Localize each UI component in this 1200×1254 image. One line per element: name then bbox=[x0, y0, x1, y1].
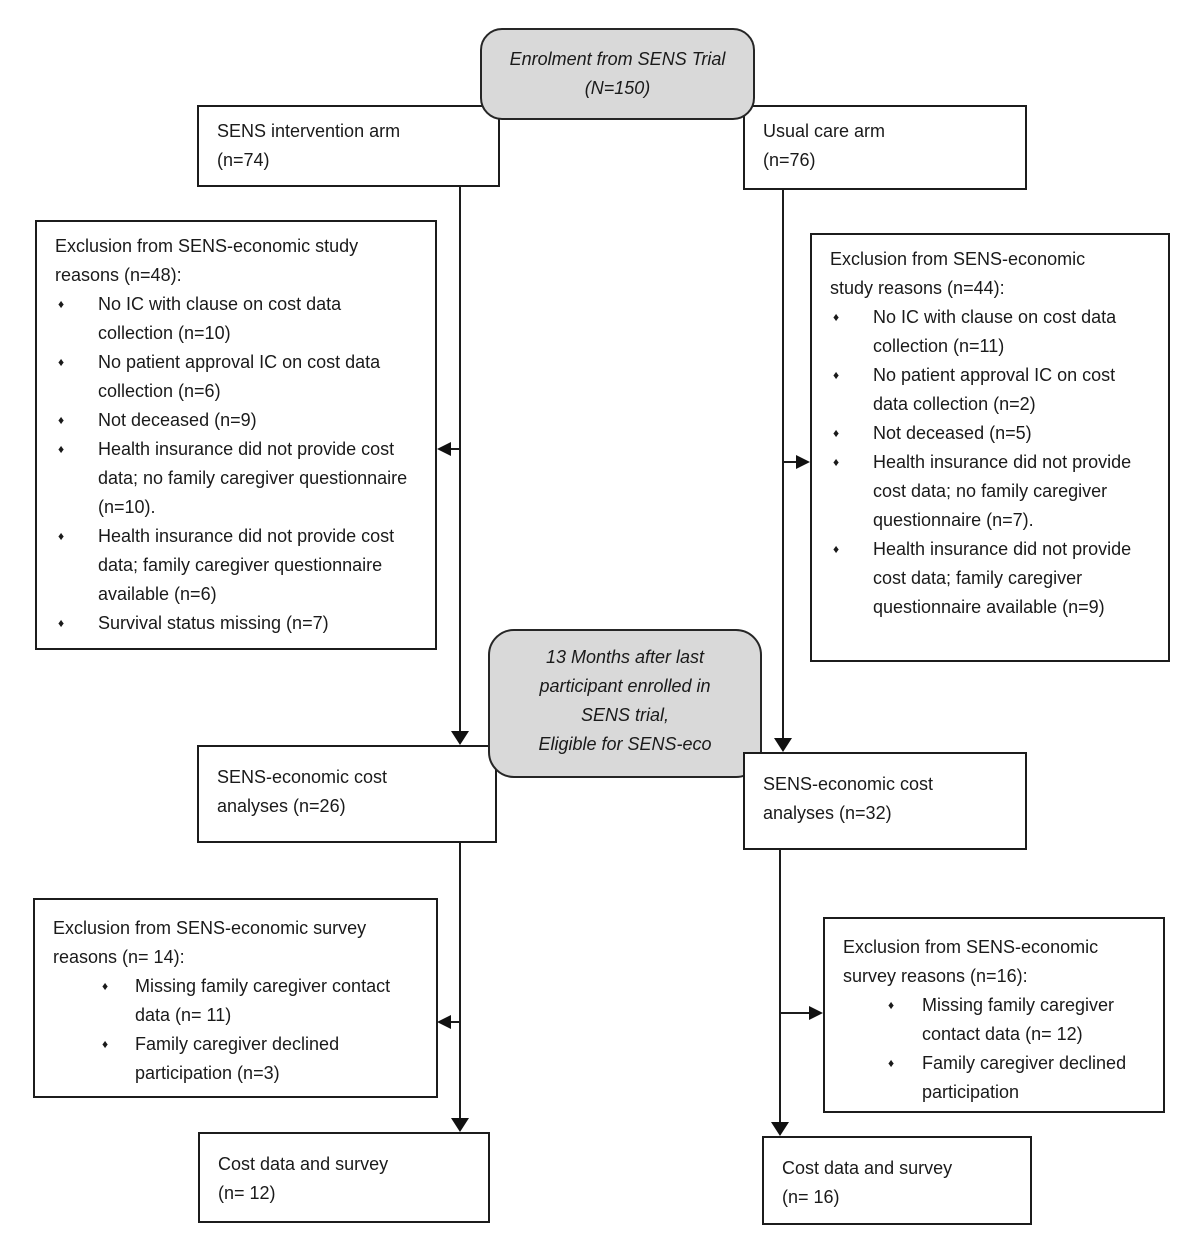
list-item: ♦ Missing family caregiver contact data … bbox=[53, 972, 420, 1030]
cost-survey-left-line2: (n= 12) bbox=[218, 1183, 276, 1203]
connector-left-bottom-line bbox=[459, 843, 461, 1118]
cost-survey-right-line2: (n= 16) bbox=[782, 1187, 840, 1207]
list-item: ♦ No patient approval IC on cost data co… bbox=[55, 348, 421, 406]
arrowhead-down-icon bbox=[451, 1118, 469, 1132]
bullet-diamond-icon: ♦ bbox=[102, 1037, 109, 1051]
connector-left-top-line bbox=[459, 187, 461, 732]
connector-left-survey-line bbox=[448, 1021, 460, 1023]
bullet-diamond-icon: ♦ bbox=[102, 979, 109, 993]
exclusion-survey-right-box: Exclusion from SENS-economic survey reas… bbox=[823, 917, 1165, 1113]
bullet-diamond-icon: ♦ bbox=[888, 1056, 895, 1070]
eligibility-box: 13 Months after last participant enrolle… bbox=[488, 629, 762, 778]
enrolment-line2: (N=150) bbox=[584, 78, 651, 98]
cost-survey-left-line1: Cost data and survey bbox=[218, 1154, 389, 1174]
list-item: ♦ No patient approval IC on cost data co… bbox=[830, 361, 1154, 419]
list-item: ♦ Health insurance did not provide cost … bbox=[830, 448, 1154, 535]
connector-right-survey-line bbox=[780, 1012, 810, 1014]
list-item: ♦ Health insurance did not provide cost … bbox=[55, 522, 421, 609]
bullet-diamond-icon: ♦ bbox=[833, 368, 840, 382]
usual-care-arm-box: Usual care arm (n=76) bbox=[743, 105, 1027, 190]
exclusion-study-right-title: Exclusion from SENS-economic study reaso… bbox=[830, 249, 1086, 298]
bullet-diamond-icon: ♦ bbox=[58, 413, 65, 427]
cost-survey-right-box: Cost data and survey (n= 16) bbox=[762, 1136, 1032, 1225]
eligibility-line1: 13 Months after last bbox=[545, 647, 705, 667]
enrolment-box: Enrolment from SENS Trial (N=150) bbox=[480, 28, 755, 120]
arrowhead-right-icon bbox=[796, 455, 810, 469]
usual-care-arm-label: Usual care arm bbox=[763, 121, 886, 141]
arrowhead-right-icon bbox=[809, 1006, 823, 1020]
list-item: ♦ Family caregiver declined participatio… bbox=[53, 1030, 420, 1088]
enrolment-line1: Enrolment from SENS Trial bbox=[509, 49, 726, 69]
bullet-diamond-icon: ♦ bbox=[58, 355, 65, 369]
bullet-diamond-icon: ♦ bbox=[58, 529, 65, 543]
list-item: ♦ Health insurance did not provide cost … bbox=[830, 535, 1154, 622]
list-item: ♦ No IC with clause on cost data collect… bbox=[55, 290, 421, 348]
bullet-diamond-icon: ♦ bbox=[833, 542, 840, 556]
bullet-diamond-icon: ♦ bbox=[58, 442, 65, 456]
list-item: ♦ Health insurance did not provide cost … bbox=[55, 435, 421, 522]
bullet-diamond-icon: ♦ bbox=[833, 455, 840, 469]
cost-analyses-right-box: SENS-economic cost analyses (n=32) bbox=[743, 752, 1027, 850]
list-item: ♦ Missing family caregiver contact data … bbox=[843, 991, 1149, 1049]
arrowhead-left-icon bbox=[437, 442, 451, 456]
cost-survey-left-box: Cost data and survey (n= 12) bbox=[198, 1132, 490, 1223]
eligibility-line3: SENS trial, bbox=[580, 705, 670, 725]
list-item: ♦ Not deceased (n=5) bbox=[830, 419, 1154, 448]
exclusion-study-right-box: Exclusion from SENS-economic study reaso… bbox=[810, 233, 1170, 662]
list-item: ♦ No IC with clause on cost data collect… bbox=[830, 303, 1154, 361]
arrowhead-down-icon bbox=[771, 1122, 789, 1136]
exclusion-survey-left-title: Exclusion from SENS-economic survey reas… bbox=[53, 918, 367, 967]
list-item: ♦ Not deceased (n=9) bbox=[55, 406, 421, 435]
connector-right-exclusion-line bbox=[783, 461, 797, 463]
exclusion-study-left-box: Exclusion from SENS-economic study reaso… bbox=[35, 220, 437, 650]
cost-analyses-left-box: SENS-economic cost analyses (n=26) bbox=[197, 745, 497, 843]
cost-analyses-right-line2: analyses (n=32) bbox=[763, 803, 892, 823]
cost-analyses-left-line1: SENS-economic cost bbox=[217, 767, 388, 787]
list-item: ♦ Family caregiver declined participatio… bbox=[843, 1049, 1149, 1107]
intervention-arm-label: SENS intervention arm bbox=[217, 121, 401, 141]
connector-left-exclusion-line bbox=[448, 448, 460, 450]
usual-care-arm-count: (n=76) bbox=[763, 150, 816, 170]
arrowhead-down-icon bbox=[774, 738, 792, 752]
exclusion-survey-right-title: Exclusion from SENS-economic survey reas… bbox=[843, 937, 1099, 986]
arrowhead-down-icon bbox=[451, 731, 469, 745]
bullet-diamond-icon: ♦ bbox=[58, 297, 65, 311]
intervention-arm-box: SENS intervention arm (n=74) bbox=[197, 105, 500, 187]
bullet-diamond-icon: ♦ bbox=[58, 616, 65, 630]
eligibility-line4: Eligible for SENS-eco bbox=[538, 734, 712, 754]
connector-right-top-line bbox=[782, 190, 784, 738]
cost-analyses-left-line2: analyses (n=26) bbox=[217, 796, 346, 816]
connector-right-bottom-line bbox=[779, 850, 781, 1122]
cost-analyses-right-line1: SENS-economic cost bbox=[763, 774, 934, 794]
bullet-diamond-icon: ♦ bbox=[833, 426, 840, 440]
cost-survey-right-line1: Cost data and survey bbox=[782, 1158, 953, 1178]
arrowhead-left-icon bbox=[437, 1015, 451, 1029]
bullet-diamond-icon: ♦ bbox=[833, 310, 840, 324]
eligibility-line2: participant enrolled in bbox=[539, 676, 711, 696]
exclusion-study-left-title: Exclusion from SENS-economic study reaso… bbox=[55, 236, 359, 285]
exclusion-survey-left-box: Exclusion from SENS-economic survey reas… bbox=[33, 898, 438, 1098]
bullet-diamond-icon: ♦ bbox=[888, 998, 895, 1012]
list-item: ♦ Survival status missing (n=7) bbox=[55, 609, 421, 638]
intervention-arm-count: (n=74) bbox=[217, 150, 270, 170]
